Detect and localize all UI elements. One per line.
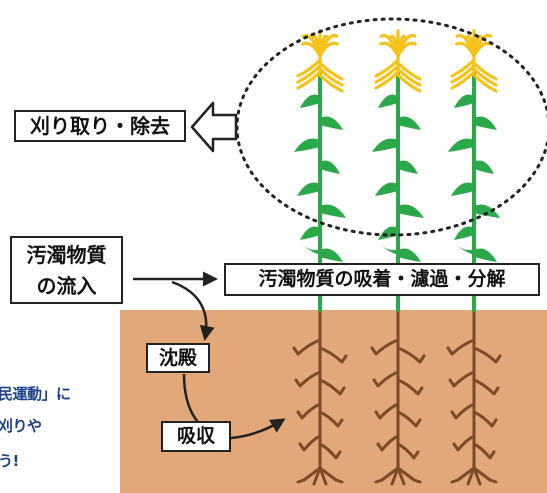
- reed-leaf: [398, 204, 424, 218]
- reed-leaf: [448, 138, 474, 152]
- soil-layer: [120, 310, 547, 493]
- reed-leaf: [378, 226, 398, 240]
- reed-leaf: [474, 160, 494, 174]
- adsorption-filtration-label: 汚濁物質の吸着・濾過・分解: [224, 263, 540, 296]
- reed-leaf: [320, 116, 343, 130]
- reed-leaf: [320, 160, 340, 174]
- absorption-label: 吸収: [161, 421, 231, 452]
- side-caption-line-3: う!: [0, 452, 19, 470]
- reed-leaf: [398, 160, 418, 174]
- side-caption-line-1: 民運動」に: [0, 385, 71, 403]
- reed-leaf: [294, 138, 320, 152]
- reed-leaf: [320, 248, 343, 262]
- reed-leaf: [376, 241, 398, 255]
- harvest-zone-ellipse: [235, 17, 547, 237]
- root-system: [292, 308, 348, 486]
- root-system: [446, 308, 502, 486]
- root-system: [370, 308, 426, 486]
- side-caption-line-2: 刈りや: [0, 417, 42, 435]
- reed-leaf: [320, 204, 346, 218]
- reed-leaf: [375, 182, 398, 196]
- reed-flower: [296, 29, 344, 93]
- inflow-line-2: の流入: [36, 274, 97, 298]
- reed-leaf: [454, 94, 474, 108]
- reed-leaf: [474, 116, 497, 130]
- cut-remove-label: 刈り取り・除去: [14, 110, 186, 142]
- pollutant-inflow-label: 汚濁物質 の流入: [10, 236, 123, 304]
- reed-leaf: [300, 94, 320, 108]
- harvest-arrow-icon: [190, 101, 238, 153]
- settle-arrow: [171, 280, 215, 341]
- sedimentation-label: 沈殿: [146, 343, 210, 373]
- reed-leaf: [298, 241, 320, 255]
- reed-leaf: [454, 226, 474, 240]
- reed-plant: [292, 29, 348, 486]
- reed-leaf: [300, 226, 320, 240]
- reed-leaf: [398, 116, 421, 130]
- reed-plant: [370, 29, 426, 486]
- inflow-line-1: 汚濁物質: [26, 243, 107, 267]
- absorb-arrow: [230, 418, 286, 440]
- reed-leaf: [451, 182, 474, 196]
- reed-leaf: [372, 138, 398, 152]
- reed-flower: [374, 29, 422, 93]
- reed-leaf: [474, 248, 497, 262]
- reed-leaf: [398, 248, 421, 262]
- reed-leaf: [474, 204, 500, 218]
- reed-leaf: [378, 94, 398, 108]
- reed-leaf: [297, 182, 320, 196]
- reed-leaf: [452, 241, 474, 255]
